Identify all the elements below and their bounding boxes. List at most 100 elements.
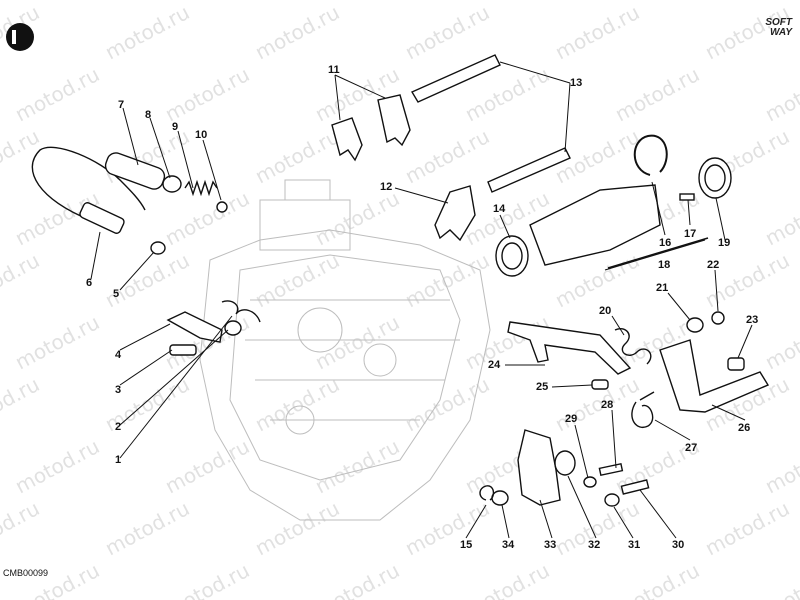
watermark-text: motod.ru	[101, 248, 193, 312]
watermark-text: motod.ru	[161, 558, 253, 600]
engine-block-outline	[199, 179, 491, 521]
watermark-text: motod.ru	[311, 434, 403, 498]
callout-12: 12	[380, 181, 392, 193]
callout-16: 16	[659, 237, 671, 249]
callout-10: 10	[195, 129, 207, 141]
callout-5: 5	[113, 288, 119, 300]
ring-14-inner	[501, 242, 523, 270]
watermark-text: motod.ru	[401, 124, 493, 188]
callout-33: 33	[544, 539, 556, 551]
watermark-text: motod.ru	[551, 0, 643, 64]
brand-line-1: SOFT	[765, 17, 792, 28]
callout-labels: 1 2 3 4 5 6 7 8 9 10 11 12 13 14 15 16 1…	[86, 64, 758, 551]
sensor-cable	[31, 146, 146, 221]
callout-24: 24	[488, 359, 501, 371]
watermark-text: motod.ru	[311, 558, 403, 600]
callout-26: 26	[738, 422, 750, 434]
washer-29	[583, 476, 597, 488]
watermark-text: motod.ru	[611, 62, 703, 126]
watermark-text: motod.ru	[611, 558, 703, 600]
callout-23: 23	[746, 314, 758, 326]
spring-20	[614, 328, 652, 365]
callout-1: 1	[115, 454, 121, 466]
watermark-text: motod.ru	[761, 62, 800, 126]
bush-23	[727, 357, 745, 371]
callout-19: 19	[718, 237, 730, 249]
watermark-text: motod.ru	[461, 558, 553, 600]
washer-8	[162, 175, 182, 193]
watermark-text: motod.ru	[251, 372, 343, 436]
detent-ball	[216, 201, 228, 213]
watermark-text: motod.ru	[401, 372, 493, 436]
leader-lines	[90, 61, 753, 539]
washer-5	[150, 241, 166, 255]
bolt-30	[620, 479, 650, 495]
callout-21: 21	[656, 282, 668, 294]
callout-29: 29	[565, 413, 577, 425]
callout-8: 8	[145, 109, 151, 121]
callout-14: 14	[493, 203, 506, 215]
watermark-text: motod.ru	[701, 496, 793, 560]
callout-6: 6	[86, 277, 92, 289]
callout-9: 9	[172, 121, 178, 133]
fork-rod-upper	[410, 54, 501, 103]
callout-22: 22	[707, 259, 719, 271]
bolt-3	[169, 344, 197, 356]
clip-22	[711, 311, 725, 325]
drum-pin	[679, 193, 695, 201]
watermark-text: motod.ru	[251, 248, 343, 312]
ring-19-inner	[704, 164, 726, 192]
manufacturer-logo	[6, 23, 34, 51]
callout-31: 31	[628, 539, 640, 551]
gear-shift-shaft	[659, 339, 770, 413]
callout-32: 32	[588, 539, 600, 551]
fork-rod-lower	[487, 147, 571, 193]
callout-17: 17	[684, 228, 696, 240]
watermark-text: motod.ru	[251, 124, 343, 188]
ring-32	[554, 450, 576, 476]
watermark-text: motod.ru	[311, 310, 403, 374]
circlip-15	[479, 485, 495, 501]
callout-11: 11	[328, 64, 340, 76]
watermark-text: motod.ru	[0, 372, 43, 436]
callout-28: 28	[601, 399, 613, 411]
watermark-text: motod.ru	[11, 558, 103, 600]
washer-2	[224, 320, 242, 336]
callout-7: 7	[118, 99, 124, 111]
watermark-text: motod.ru	[161, 62, 253, 126]
watermark-text: motod.ru	[311, 186, 403, 250]
selector-drum	[529, 184, 661, 266]
screw-28	[598, 462, 624, 477]
callout-25: 25	[536, 381, 548, 393]
watermark-text: motod.ru	[761, 558, 800, 600]
shift-fork-11a	[331, 117, 363, 162]
watermark-text: motod.ru	[701, 248, 793, 312]
washer-34	[491, 490, 509, 506]
shift-fork-12	[434, 185, 476, 242]
diagram-code: CMB00099	[3, 568, 49, 578]
watermark-text: motod.ru	[251, 496, 343, 560]
watermark-text: motod.ru	[401, 248, 493, 312]
return-spring	[631, 391, 655, 429]
spring-1	[221, 300, 261, 323]
watermark-text: motod.ru	[251, 0, 343, 64]
ratchet-plate	[517, 429, 561, 506]
washer-21	[686, 317, 704, 333]
brand-mark: SOFT WAY	[765, 18, 792, 38]
callout-2: 2	[115, 421, 121, 433]
callout-20: 20	[599, 305, 611, 317]
watermark-text: motod.ru	[101, 0, 193, 64]
watermark-text: motod.ru	[401, 0, 493, 64]
watermark-text: motod.ru	[0, 248, 43, 312]
callout-3: 3	[115, 384, 121, 396]
watermark-text: motod.ru	[401, 496, 493, 560]
watermark-text: motod.ru	[0, 124, 43, 188]
watermark-text: motod.ru	[11, 310, 103, 374]
callout-13: 13	[570, 77, 582, 89]
watermark-text: motod.ru	[161, 186, 253, 250]
callout-15: 15	[460, 539, 472, 551]
watermark-text: motod.ru	[761, 434, 800, 498]
watermark-text: motod.ru	[761, 186, 800, 250]
watermark-text: motod.ru	[11, 62, 103, 126]
